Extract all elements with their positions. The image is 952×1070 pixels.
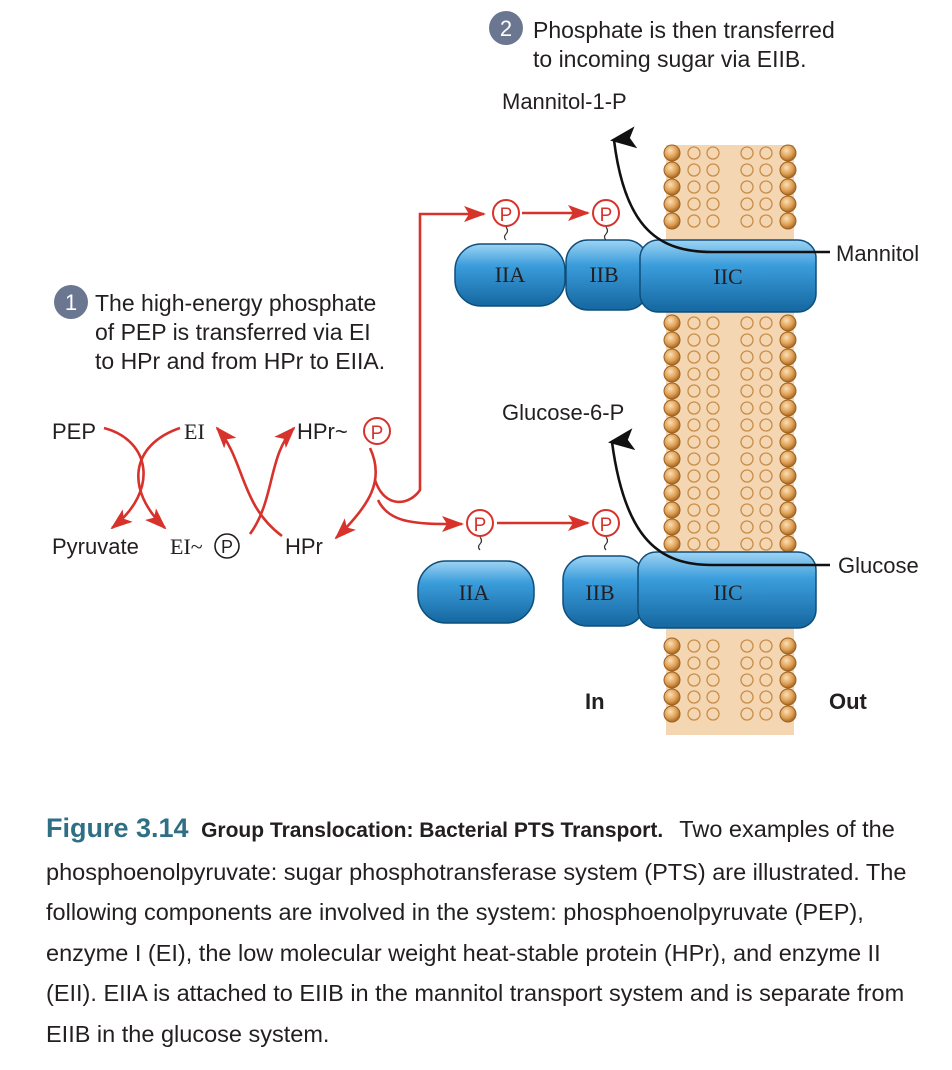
glucose-eiia-protein: IIA: [417, 560, 535, 624]
glucose-translocation-arrow: [608, 428, 830, 567]
inside-label: In: [585, 689, 605, 714]
mannitol-label: Mannitol: [836, 241, 919, 266]
pep-label: PEP: [52, 419, 96, 444]
step-2-text-line-1: Phosphate is then transferred: [533, 17, 835, 43]
svg-text:P: P: [500, 205, 513, 226]
figure-title: Group Translocation: Bacterial PTS Trans…: [201, 819, 664, 842]
step-2-badge: 2: [489, 11, 523, 45]
ei-p-to-ei-arrow: [215, 426, 283, 538]
step-1-text-line-1: The high-energy phosphate: [95, 290, 376, 316]
mannitol-eiic-protein: IIC: [639, 239, 817, 313]
ei-label: EI: [184, 419, 205, 444]
mannitol-eiia-protein: IIA: [454, 243, 566, 307]
pts-diagram: 2 Phosphate is then transferred to incom…: [52, 11, 919, 735]
cell-membrane: [663, 144, 797, 735]
step-1-text-line-2: of PEP is transferred via EI: [95, 319, 371, 345]
pep-to-pyruvate-arrow: [103, 426, 145, 530]
svg-text:IIC: IIC: [713, 264, 742, 289]
svg-text:1: 1: [65, 290, 77, 315]
lipid-heads: [663, 144, 797, 723]
svg-text:IIA: IIA: [459, 580, 490, 605]
step-1-text-line-3: to HPr and from HPr to EIIA.: [95, 348, 385, 374]
hpr-to-hpr-p-arrow: [248, 426, 296, 535]
svg-text:P: P: [474, 515, 487, 536]
step-1-badge: 1: [54, 285, 88, 319]
svg-text:P: P: [371, 423, 384, 444]
ei-to-ei-p-arrow: [137, 426, 181, 530]
glucose-label: Glucose: [838, 553, 919, 578]
phosphate-cycle-arrows: [103, 205, 590, 540]
svg-text:P: P: [221, 537, 233, 557]
hpr-p-to-hpr-arrow: [334, 447, 378, 540]
mannitol-1-p-label: Mannitol-1-P: [502, 89, 627, 114]
ei-p-label: EI~: [170, 534, 203, 559]
glucose-6-p-label: Glucose-6-P: [502, 400, 624, 425]
glucose-eiic-protein: IIC: [637, 551, 817, 629]
figure-number: Figure 3.14: [46, 813, 189, 843]
mannitol-translocation-arrow: [610, 126, 830, 254]
svg-text:IIC: IIC: [713, 580, 742, 605]
glucose-iib-phosphate-icon: P: [592, 509, 620, 551]
svg-text:IIB: IIB: [589, 262, 618, 287]
mannitol-iia-phosphate-icon: P: [492, 199, 520, 241]
hpr-label: HPr: [285, 534, 323, 559]
glucose-iia-phosphate-icon: P: [466, 509, 494, 551]
mannitol-eiib-protein: IIB: [565, 239, 649, 311]
pyruvate-label: Pyruvate: [52, 534, 139, 559]
glucose-eiib-protein: IIB: [562, 555, 646, 627]
hpr-phosphate-icon: P: [363, 417, 391, 445]
svg-text:P: P: [600, 515, 613, 536]
figure-caption-body: Two examples of the phosphoenolpyruvate:…: [46, 816, 907, 1047]
svg-text:P: P: [600, 205, 613, 226]
ei-phosphate-icon: P: [214, 533, 240, 559]
outside-label: Out: [829, 689, 868, 714]
step-2-text-line-2: to incoming sugar via EIIB.: [533, 46, 807, 72]
hpr-p-label: HPr~: [297, 419, 348, 444]
svg-text:IIB: IIB: [585, 580, 614, 605]
mannitol-iib-phosphate-icon: P: [592, 199, 620, 241]
hpr-to-glucose-iia-arrow: [376, 499, 464, 533]
svg-text:2: 2: [500, 16, 512, 41]
hpr-to-mannitol-iia-arrow: [373, 206, 486, 504]
figure-caption: Figure 3.14 Group Translocation: Bacteri…: [46, 808, 926, 1054]
svg-text:IIA: IIA: [495, 262, 526, 287]
